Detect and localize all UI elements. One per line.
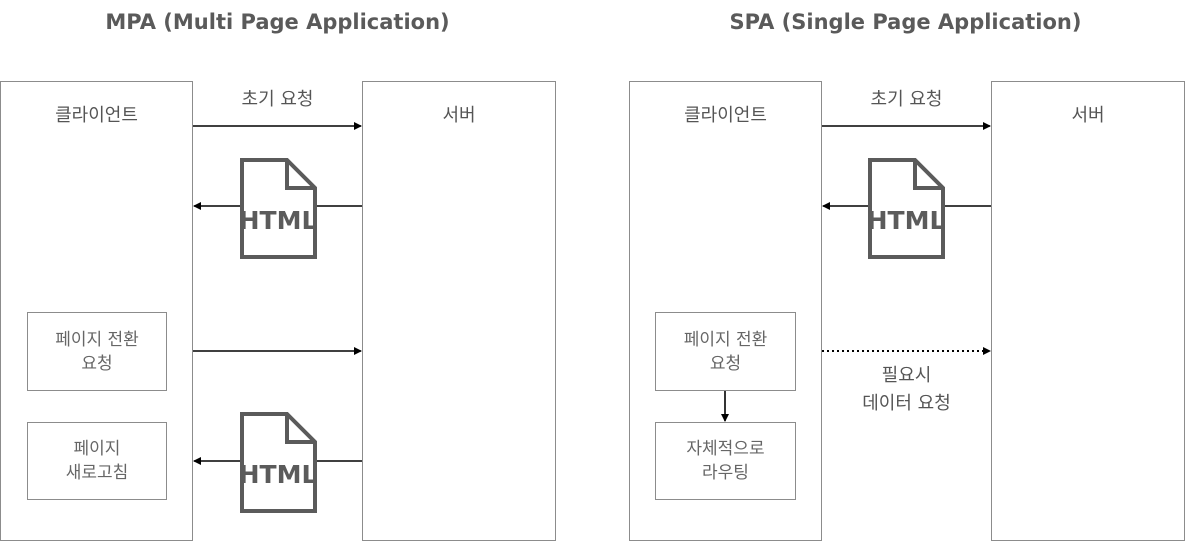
spa-initial-request-label: 초기 요청 [870, 89, 943, 110]
spa-server-label: 서버 [1071, 105, 1105, 126]
spa-data-request-line1: 필요시 [881, 365, 932, 386]
spa-page-change-line1: 페이지 전환 [683, 329, 768, 350]
mpa-html-file-icon-2: HTML [239, 412, 318, 513]
mpa-refresh-line1: 페이지 [73, 439, 121, 459]
mpa-page-change-line2: 요청 [81, 353, 113, 374]
mpa-refresh-line2: 새로고침 [65, 463, 129, 483]
spa-page-change-line2: 요청 [709, 353, 742, 374]
spa-client-label: 클라이언트 [684, 105, 767, 126]
mpa-server-box [362, 81, 556, 541]
mpa-server-label: 서버 [442, 105, 476, 126]
spa-data-request-label: 필요시 데이터 요청 [822, 362, 991, 418]
mpa-page-change-line1: 페이지 전환 [55, 329, 139, 350]
spa-page-change-request-box: 페이지 전환 요청 [655, 312, 796, 391]
mpa-page-refresh-box: 페이지 새로고침 [27, 422, 167, 500]
mpa-file-label-2: HTML [239, 460, 318, 489]
mpa-page-change-request-box: 페이지 전환 요청 [27, 312, 167, 391]
mpa-title: MPA (Multi Page Application) [105, 10, 450, 34]
mpa-file-label-1: HTML [239, 206, 318, 235]
mpa-client-label: 클라이언트 [55, 105, 138, 126]
spa-server-box [991, 81, 1185, 541]
spa-self-routing-box: 자체적으로 라우팅 [655, 422, 796, 500]
spa-html-file-icon: HTML [867, 158, 946, 259]
spa-title: SPA (Single Page Application) [729, 10, 1082, 34]
spa-data-request-line2: 데이터 요청 [862, 393, 951, 414]
spa-routing-line1: 자체적으로 [686, 439, 765, 459]
spa-file-label: HTML [867, 206, 946, 235]
spa-routing-line2: 라우팅 [702, 463, 749, 483]
mpa-html-file-icon-1: HTML [239, 158, 318, 259]
mpa-initial-request-label: 초기 요청 [241, 89, 314, 110]
